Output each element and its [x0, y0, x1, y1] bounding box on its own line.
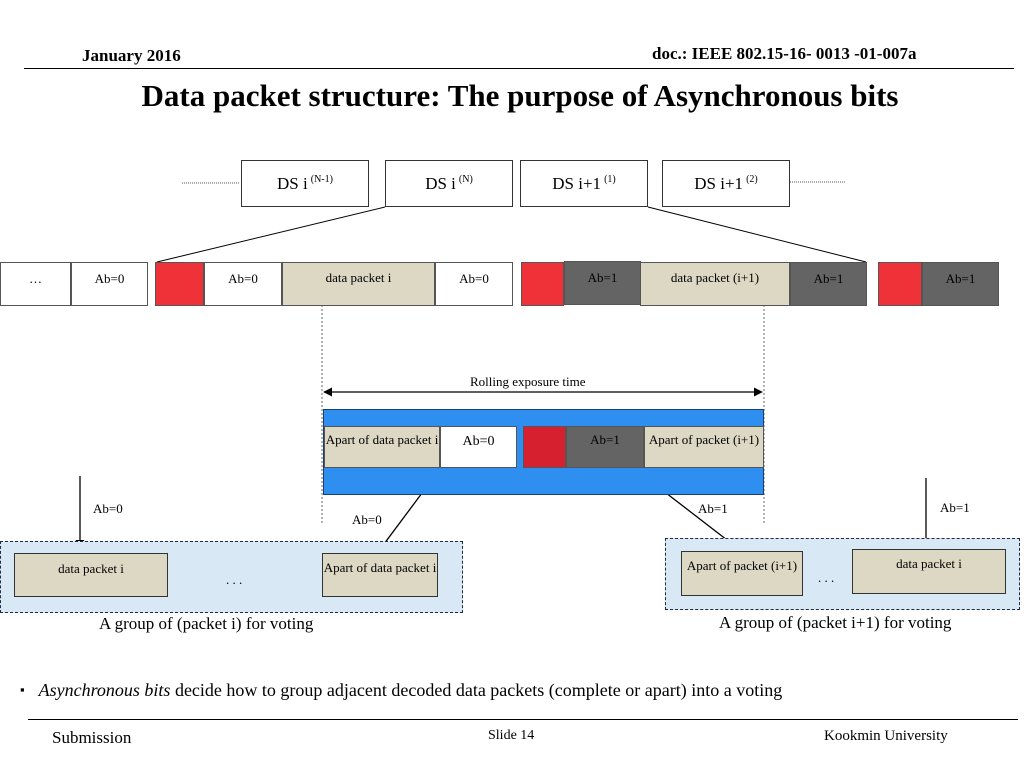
- ds-label: DS i+1: [552, 173, 602, 193]
- group-i-caption: A group of (packet i) for voting: [99, 614, 314, 633]
- group-i1-ellipsis: . . .: [818, 570, 835, 585]
- bullet-text: decide how to group adjacent decoded dat…: [170, 680, 783, 700]
- arrow-label-left-outer: Ab=0: [93, 501, 123, 516]
- arrow-label-right-inner: Ab=1: [698, 501, 728, 516]
- ds-label: DS i+1: [694, 173, 744, 193]
- footer-submission: Submission: [52, 728, 132, 747]
- bullet-marker: ▪: [20, 682, 25, 697]
- ds-box-next-2: DS i+1(2): [662, 160, 790, 207]
- packet-ab1-2: Ab=1: [790, 262, 867, 306]
- footer-rule: [28, 719, 1018, 720]
- group-i1-caption: A group of (packet i+1) for voting: [719, 613, 952, 632]
- group-i1-data-packet: data packet i: [852, 549, 1006, 594]
- packet-sync-red-3: [878, 262, 922, 306]
- group-i-apart-packet: Apart of data packet i: [322, 553, 438, 597]
- ds-superscript: (N): [458, 174, 473, 185]
- footer-organization: Kookmin University: [824, 728, 948, 744]
- group-i-data-packet: data packet i: [14, 553, 168, 597]
- ds-superscript: (2): [746, 174, 758, 185]
- packet-data-i1: data packet (i+1): [640, 262, 790, 306]
- packet-sync-red-1: [155, 262, 204, 306]
- header-rule: [24, 68, 1014, 69]
- slide-title: Data packet structure: The purpose of As…: [141, 78, 899, 113]
- group-i-ellipsis: . . .: [226, 572, 243, 587]
- ds-label: DS i: [425, 173, 456, 193]
- ds-superscript: (N-1): [310, 174, 333, 185]
- exposure-apart-packet-i1: Apart of packet (i+1): [644, 426, 764, 468]
- exposure-ab1: Ab=1: [566, 426, 644, 468]
- ds-expand-line-left: [156, 206, 386, 263]
- ds-box-n: DS i(N): [385, 160, 513, 207]
- packet-sync-red-2: [521, 262, 564, 306]
- bullet-point: ▪ Asynchronous bits decide how to group a…: [20, 680, 782, 701]
- ds-superscript: (1): [604, 174, 616, 185]
- rolling-exposure-label: Rolling exposure time: [470, 374, 586, 389]
- packet-data-i: data packet i: [282, 262, 435, 306]
- footer-slide-number: Slide 14: [488, 728, 535, 743]
- exposure-apart-packet-i: Apart of data packet i: [324, 426, 440, 468]
- exposure-ab0: Ab=0: [440, 426, 517, 468]
- ds-label: DS i: [277, 173, 308, 193]
- header-doc-id: doc.: IEEE 802.15-16- 0013 -01-007a: [652, 44, 917, 63]
- ds-box-n-1: DS i(N-1): [241, 160, 369, 207]
- packet-ab0-2: Ab=0: [204, 262, 282, 306]
- ds-box-next-1: DS i+1(1): [520, 160, 648, 207]
- packet-ab1-3: Ab=1: [922, 262, 999, 306]
- header-date: January 2016: [82, 46, 181, 65]
- group-i1-apart-packet: Apart of packet (i+1): [681, 551, 803, 596]
- packet-ab1-1: Ab=1: [564, 261, 641, 305]
- bullet-italic-term: Asynchronous bits: [38, 680, 171, 700]
- packet-ab0-1: Ab=0: [71, 262, 148, 306]
- arrow-label-right-outer: Ab=1: [940, 500, 970, 515]
- arrow-label-left-inner: Ab=0: [352, 512, 382, 527]
- exposure-sync-red: [523, 426, 566, 468]
- packet-ellipsis: …: [0, 262, 71, 306]
- packet-ab0-3: Ab=0: [435, 262, 513, 306]
- ds-expand-line-right: [647, 206, 867, 263]
